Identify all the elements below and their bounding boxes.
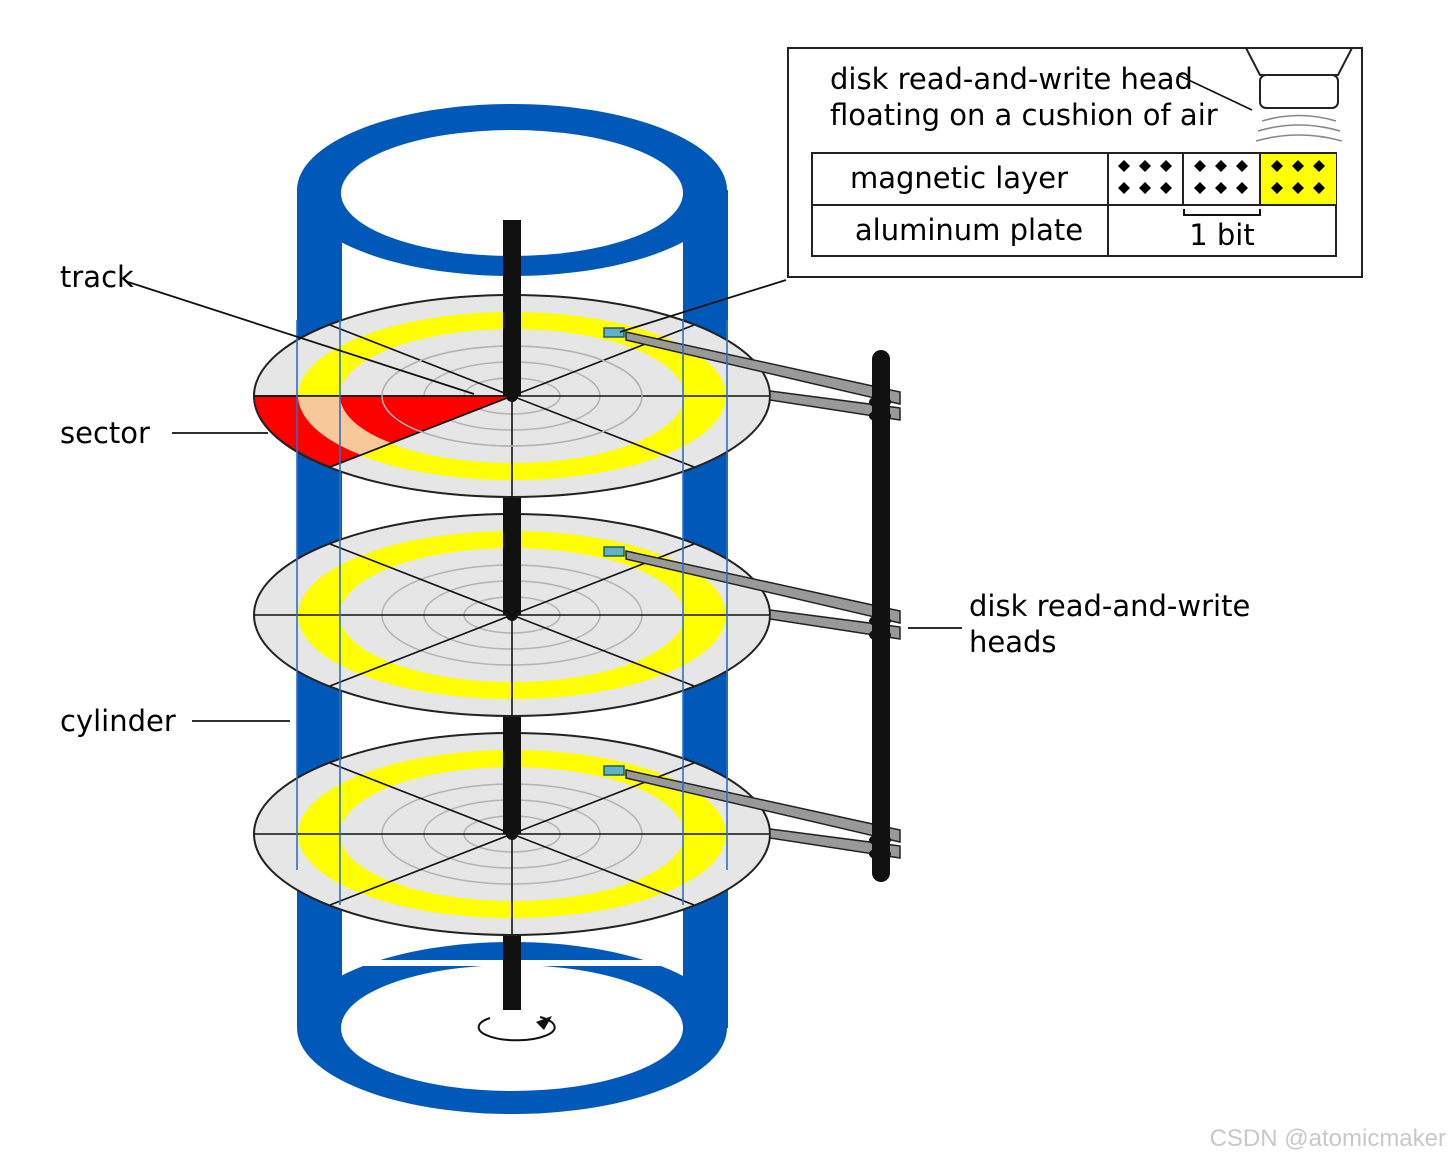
- heads-label-line2: heads: [969, 625, 1057, 659]
- inset-head-line2: floating on a cushion of air: [830, 98, 1218, 132]
- bit-bracket: [1183, 209, 1261, 216]
- platter-middle: [253, 513, 901, 717]
- track-leader-line: [127, 281, 475, 395]
- inset-head-leader-line: [1177, 74, 1253, 111]
- actuator-shaft: [872, 350, 890, 882]
- layer-table: magnetic layer aluminum plate: [811, 152, 1337, 257]
- bit-cell-1: [1118, 160, 1172, 194]
- cylinder-top-ring: [297, 104, 727, 276]
- sector-label: sector: [60, 416, 150, 450]
- track-label: track: [60, 260, 134, 294]
- cylinder-guide-lines: [296, 320, 728, 905]
- watermark: CSDN @atomicmaker: [1210, 1125, 1446, 1152]
- rotation-arrow-icon: [477, 1016, 556, 1042]
- bit-cell-2: [1194, 160, 1248, 194]
- magnetic-layer-label: magnetic layer: [850, 161, 1068, 195]
- heads-label-line1: disk read-and-write: [969, 589, 1250, 623]
- cylinder-label: cylinder: [60, 704, 176, 738]
- inset-callout-line: [619, 279, 787, 333]
- inset-head-line1: disk read-and-write head: [830, 62, 1193, 96]
- platter-top: [253, 294, 901, 498]
- platter-bottom: [253, 732, 901, 936]
- bit-label: 1 bit: [1189, 218, 1255, 252]
- bit-cell-3-highlighted: [1271, 160, 1325, 194]
- read-write-head-icon: [1244, 47, 1354, 142]
- inset-panel: disk read-and-write head floating on a c…: [787, 47, 1363, 278]
- aluminum-plate-label: aluminum plate: [855, 213, 1083, 247]
